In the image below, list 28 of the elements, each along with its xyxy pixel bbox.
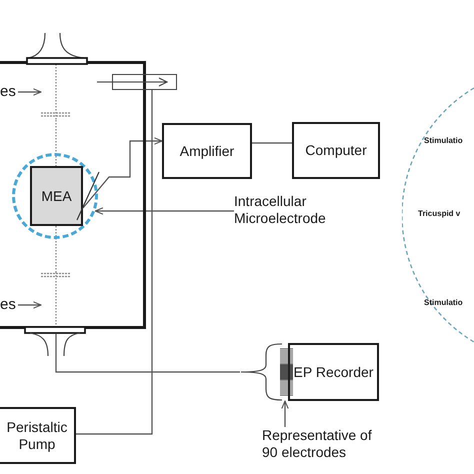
annotation: es: [0, 83, 18, 101]
connector-line: [252, 142, 292, 144]
arc-label: Stimulatio: [424, 298, 463, 308]
device-box: Peristaltic Pump: [0, 407, 76, 464]
connector-line: [76, 90, 153, 435]
connector-line: [55, 358, 240, 373]
arrow: [18, 88, 42, 96]
arrow: [82, 137, 163, 208]
dashed-line: [55, 226, 57, 272]
electrode-icon: [41, 64, 71, 120]
electrode-stack-icon: [240, 343, 294, 401]
sample-box: MEA: [30, 166, 83, 226]
tube: [112, 74, 177, 90]
annotation: Intracellular Microelectrode: [234, 193, 346, 229]
annotation: Representative of 90 electrodes: [262, 427, 387, 463]
device-box: Amplifier: [162, 123, 252, 179]
arc-label: Stimulatio: [424, 136, 463, 146]
electrode-icon: [41, 272, 71, 326]
arrow: [281, 400, 289, 427]
highlight-circle: [12, 153, 98, 239]
arc-label: Tricuspid v: [418, 209, 460, 219]
dashed-line: [55, 120, 57, 166]
device-box: Computer: [292, 122, 380, 179]
funnel-icon: [22, 326, 88, 358]
arrow: [18, 301, 42, 309]
device-box: EP Recorder: [288, 343, 379, 401]
arrow: [94, 207, 234, 215]
annotation: es: [0, 296, 18, 314]
